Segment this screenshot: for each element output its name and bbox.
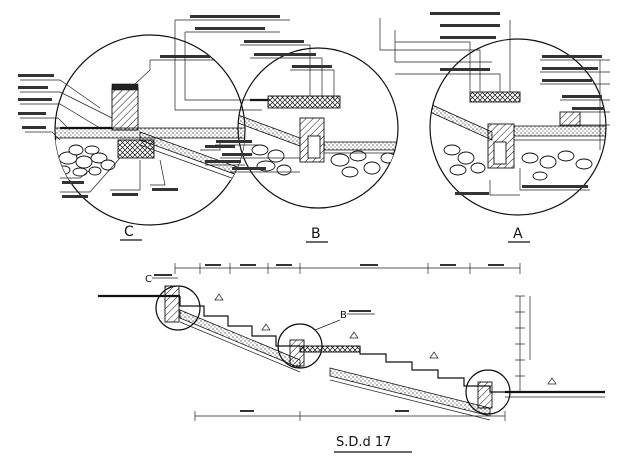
detail-c-curb-block — [111, 87, 139, 131]
detail-a-letter: A — [513, 226, 523, 242]
right-dimension-line — [515, 295, 531, 392]
bottom-riser — [477, 381, 493, 409]
detail-b-circle — [237, 47, 399, 209]
detail-a-stones — [443, 144, 593, 181]
top-post — [164, 285, 180, 323]
upper-stair-flight — [179, 296, 301, 373]
top-dimension-line — [174, 263, 521, 274]
callout-circle-c — [155, 285, 201, 331]
callout-circle-b — [277, 323, 323, 369]
detail-a-top-slab — [469, 91, 521, 103]
detail-a-landing — [513, 125, 606, 137]
detail-c-curb-cap — [111, 83, 139, 91]
detail-a-ramp — [430, 103, 493, 141]
landing-riser — [289, 339, 305, 367]
section-tag-c: C — [145, 274, 152, 285]
detail-a — [379, 12, 610, 216]
detail-b-letter: B — [311, 226, 321, 242]
bottom-dimension-line — [194, 410, 506, 421]
detail-c-footing — [117, 139, 155, 159]
section-caption: S.D.d 17 — [336, 435, 391, 450]
detail-b — [174, 15, 399, 209]
detail-c — [18, 34, 246, 226]
detail-c-letter: C — [124, 224, 134, 240]
detail-c-leaders — [20, 59, 245, 193]
detail-a-note-glyphs — [430, 12, 604, 195]
detail-a-edge-block — [559, 111, 581, 127]
callout-circle-a — [465, 369, 511, 415]
detail-b-nosing — [307, 135, 321, 159]
section-elevation: C B — [98, 263, 605, 421]
section-tag-b: B — [340, 310, 347, 321]
detail-b-note-glyphs — [190, 15, 332, 170]
level-markers — [214, 293, 557, 385]
detail-b-lower-slab — [323, 141, 398, 151]
mid-landing — [299, 345, 361, 353]
detail-b-leaders — [174, 19, 335, 173]
detail-a-nosing — [493, 141, 507, 165]
detail-b-tread-cap — [267, 95, 341, 109]
